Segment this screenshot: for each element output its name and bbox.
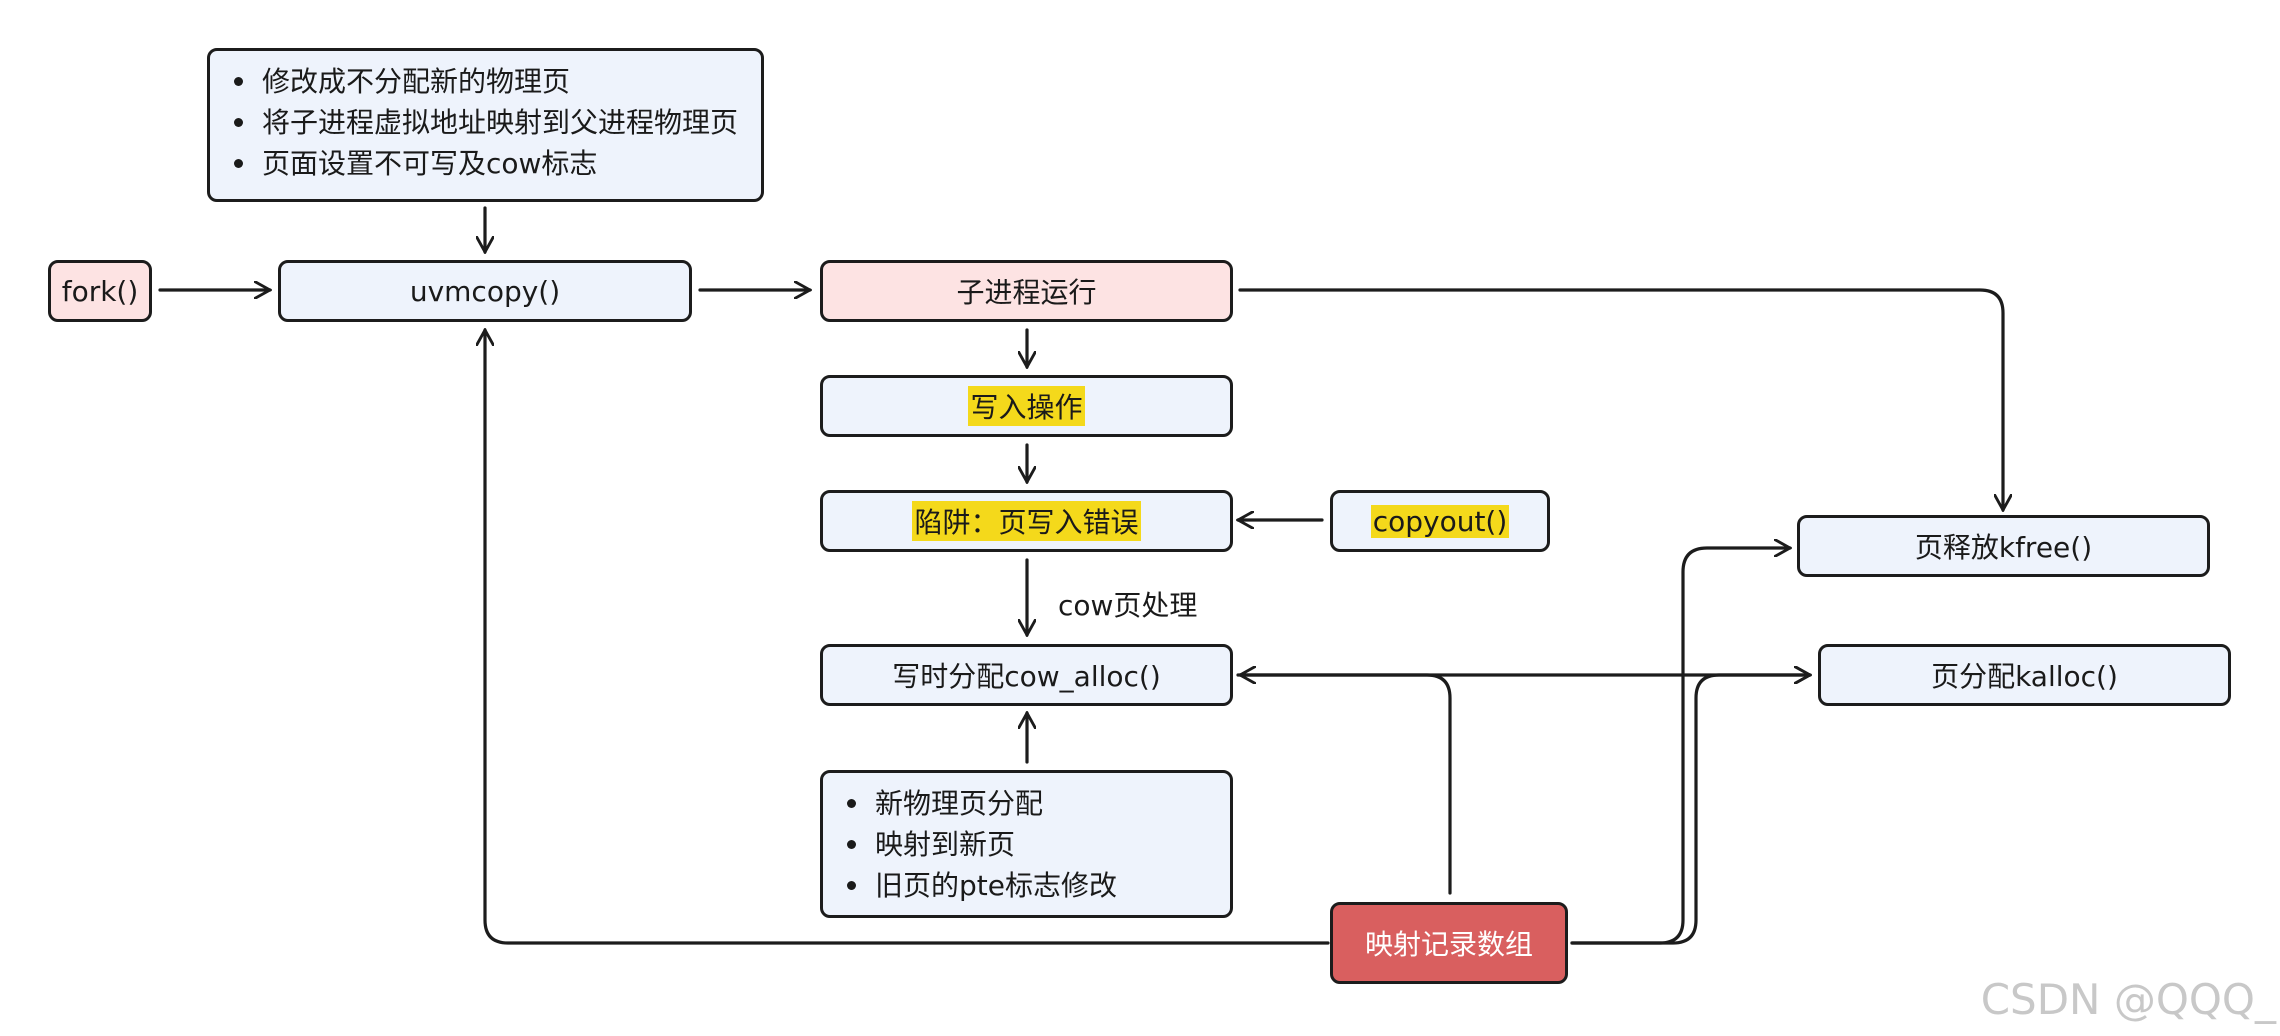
uvmcopy-notes: 修改成不分配新的物理页 将子进程虚拟地址映射到父进程物理页 页面设置不可写及co… xyxy=(207,48,764,202)
fork-label: fork() xyxy=(61,274,139,308)
trap-node: 陷阱：页写入错误 xyxy=(820,490,1233,552)
kfree-label: 页释放kfree() xyxy=(1914,531,2093,564)
kalloc-node: 页分配kalloc() xyxy=(1818,644,2231,706)
uvmcopy-note-item: 将子进程虚拟地址映射到父进程物理页 xyxy=(234,102,761,143)
mapping-array-label: 映射记录数组 xyxy=(1364,928,1533,961)
child-run-label: 子进程运行 xyxy=(956,276,1097,309)
kfree-node: 页释放kfree() xyxy=(1797,515,2210,577)
copyout-label: copyout() xyxy=(1370,504,1510,538)
edge-array-to-uvmcopy xyxy=(485,330,1330,945)
edge-array-to-cowalloc xyxy=(1240,675,1452,895)
cow-handling-label: cow页处理 xyxy=(1058,589,1198,622)
uvmcopy-node: uvmcopy() xyxy=(278,260,692,322)
cow-alloc-note-item: 新物理页分配 xyxy=(847,783,1230,824)
edge-array-to-kalloc xyxy=(1570,675,1810,945)
child-run-node: 子进程运行 xyxy=(820,260,1233,322)
edge-array-to-kfree xyxy=(1570,548,1790,945)
cow-alloc-note-item: 映射到新页 xyxy=(847,824,1230,865)
uvmcopy-label: uvmcopy() xyxy=(409,274,561,308)
kalloc-label: 页分配kalloc() xyxy=(1931,660,2118,693)
cow-alloc-note-item: 旧页的pte标志修改 xyxy=(847,865,1230,906)
trap-label: 陷阱：页写入错误 xyxy=(912,501,1141,541)
watermark: CSDN @QQQ_ xyxy=(1980,975,2276,1024)
cow-alloc-notes: 新物理页分配 映射到新页 旧页的pte标志修改 xyxy=(820,770,1233,918)
copyout-node: copyout() xyxy=(1330,490,1550,552)
fork-node: fork() xyxy=(48,260,152,322)
edge-child-to-kfree xyxy=(1238,288,2003,510)
uvmcopy-note-item: 页面设置不可写及cow标志 xyxy=(234,143,761,184)
uvmcopy-note-item: 修改成不分配新的物理页 xyxy=(234,61,761,102)
cow-alloc-label: 写时分配cow_alloc() xyxy=(892,660,1161,693)
write-op-label: 写入操作 xyxy=(968,386,1085,426)
cow-alloc-node: 写时分配cow_alloc() xyxy=(820,644,1233,706)
mapping-array-node: 映射记录数组 xyxy=(1330,902,1568,984)
write-op-node: 写入操作 xyxy=(820,375,1233,437)
